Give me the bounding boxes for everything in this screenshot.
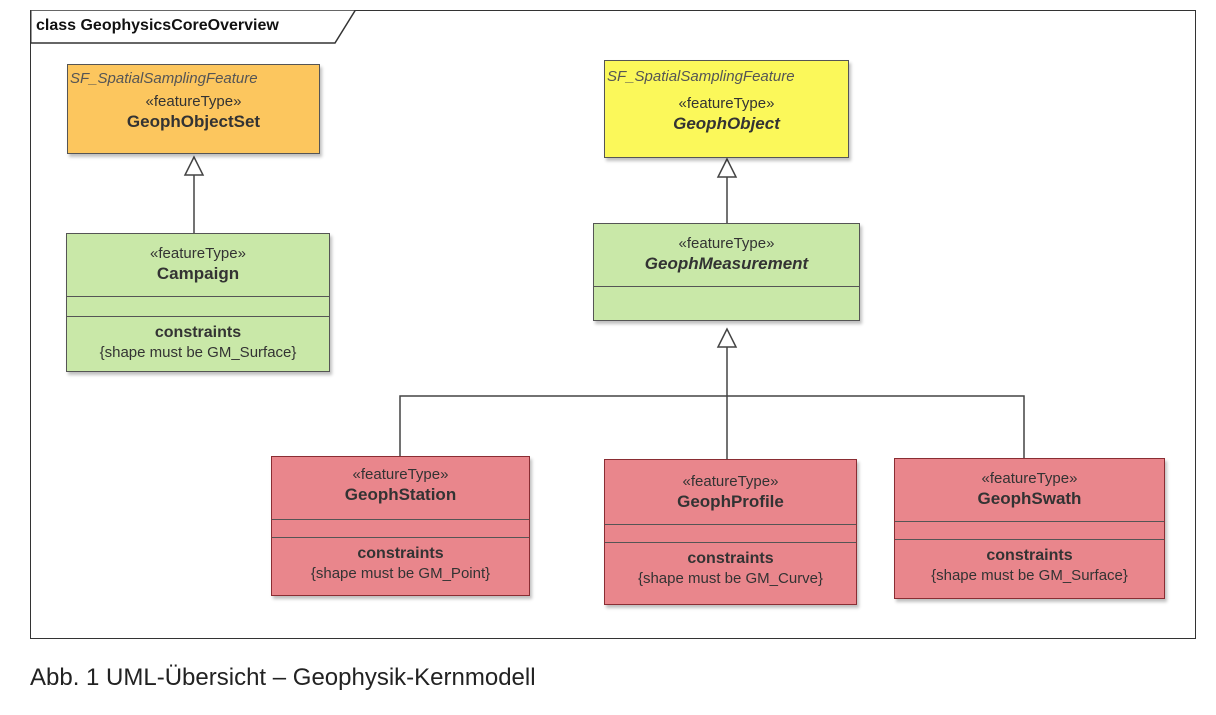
class-name: GeophObjectSet [126,112,261,131]
constraint-text: {shape must be GM_Surface} [99,344,297,361]
figure-caption: Abb. 1 UML-Übersicht – Geophysik-Kernmod… [30,664,536,691]
generalization-arrow-measurement [716,327,738,348]
superclass-label: SF_SpatialSamplingFeature [607,68,795,85]
class-geoph-object[interactable]: SF_SpatialSamplingFeature «featureType» … [604,60,849,158]
class-name: GeophProfile [677,492,784,511]
constraint-text: {shape must be GM_Curve} [637,570,824,587]
attributes-compartment [67,296,329,315]
stereotype-label: «featureType» [682,473,779,490]
frame-label: class GeophysicsCoreOverview [36,17,279,34]
class-geoph-swath[interactable]: «featureType» GeophSwath constraints {sh… [894,458,1165,599]
superclass-label: SF_SpatialSamplingFeature [70,70,258,87]
generalization-station-swath [399,395,1025,458]
class-geoph-object-set[interactable]: SF_SpatialSamplingFeature «featureType» … [67,64,320,154]
constraints-title: constraints [986,547,1073,564]
class-name: Campaign [156,264,240,283]
constraints-compartment: constraints {shape must be GM_Curve} [605,542,856,588]
stereotype-label: «featureType» [352,466,449,483]
attributes-compartment [895,521,1164,540]
stereotype-label: «featureType» [981,470,1078,487]
attributes-compartment [605,524,856,543]
constraints-compartment: constraints {shape must be GM_Point} [272,537,529,583]
frame-tab [30,10,356,44]
class-geoph-profile[interactable]: «featureType» GeophProfile constraints {… [604,459,857,605]
diagram-frame [30,10,1196,639]
class-geoph-station[interactable]: «featureType» GeophStation constraints {… [271,456,530,596]
class-name: GeophMeasurement [644,254,809,273]
class-name: GeophObject [673,114,780,133]
stereotype-label: «featureType» [150,245,246,262]
constraints-title: constraints [357,545,444,562]
class-name: GeophStation [344,485,457,504]
stereotype-label: «featureType» [145,93,242,110]
constraints-title: constraints [154,324,242,341]
class-geoph-measurement[interactable]: «featureType» GeophMeasurement [593,223,860,321]
attributes-compartment [272,519,529,538]
stereotype-label: «featureType» [678,235,775,252]
constraint-text: {shape must be GM_Surface} [931,567,1128,584]
constraints-compartment: constraints {shape must be GM_Surface} [895,539,1164,585]
attributes-compartment [594,286,859,321]
stereotype-label: «featureType» [678,95,775,112]
generalization-arrow-objectset [183,155,205,176]
generalization-arrow-object [716,157,738,178]
class-campaign[interactable]: «featureType» Campaign constraints {shap… [66,233,330,372]
constraint-text: {shape must be GM_Point} [310,565,491,582]
class-name: GeophSwath [977,489,1082,508]
constraints-compartment: constraints {shape must be GM_Surface} [67,316,329,362]
constraints-title: constraints [687,550,774,567]
